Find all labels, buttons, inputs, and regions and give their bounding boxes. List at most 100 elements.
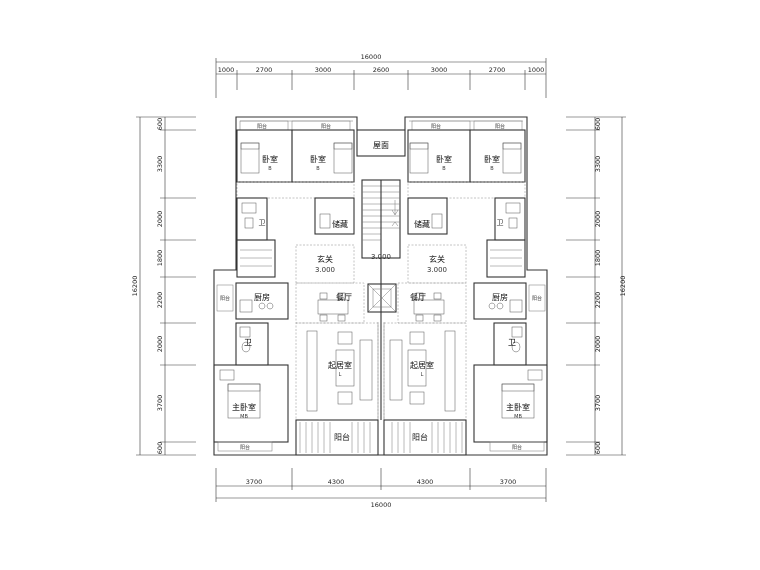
foyer <box>295 244 355 284</box>
left-dim-2: 3300 <box>156 156 164 173</box>
window-label: 阳台 <box>512 444 522 451</box>
dining-label: 餐厅 <box>336 293 352 302</box>
stair-treads <box>362 185 400 241</box>
left-dim-5: 2200 <box>156 292 164 309</box>
master-bed <box>227 383 261 419</box>
building-outline <box>213 116 548 456</box>
right-dim-2: 3300 <box>594 156 602 173</box>
top-dim-4: 2600 <box>373 66 390 74</box>
right-dim-1: 600 <box>594 118 602 130</box>
master-sub: MB <box>240 414 248 420</box>
living-sub: L <box>339 372 342 378</box>
left-dimension-chain: 600 3300 2000 1800 2200 2000 3700 600 16… <box>131 116 196 456</box>
balcony <box>295 419 379 456</box>
dining-table <box>317 299 349 315</box>
kitchen-label: 厨房 <box>254 292 270 302</box>
master-r-sub: MB <box>514 414 522 420</box>
right-total-dim: 16200 <box>619 276 627 297</box>
bed <box>502 142 522 174</box>
bedroom-1-label: 卧室 <box>262 154 278 164</box>
side-window-label: 阳台 <box>532 295 542 302</box>
bathroom-label-r: 卫 <box>497 219 504 227</box>
bottom-dim-3: 4300 <box>417 478 434 486</box>
foyer-r-label: 玄关 <box>429 254 445 264</box>
top-dim-6: 2700 <box>489 66 506 74</box>
coffee-table <box>335 349 355 387</box>
bathroom-2-label: 卫 <box>244 338 252 347</box>
balcony-label: 阳台 <box>334 432 350 442</box>
top-total-dim: 16000 <box>361 53 382 61</box>
living-r-sub: L <box>421 372 424 378</box>
bedroom-2-sub: B <box>316 166 320 172</box>
bed <box>240 142 260 174</box>
kitchen <box>235 282 289 320</box>
roof-label: 屋面 <box>373 141 389 150</box>
foyer-label: 玄关 <box>317 254 333 264</box>
elevator-shaft <box>367 283 397 313</box>
left-dim-7: 3700 <box>156 395 164 412</box>
bottom-dim-4: 3700 <box>500 478 517 486</box>
right-dim-5: 2200 <box>594 292 602 309</box>
right-dim-7: 3700 <box>594 395 602 412</box>
living-room <box>295 322 379 421</box>
left-dim-4: 1800 <box>156 250 164 267</box>
left-dim-6: 2000 <box>156 336 164 353</box>
top-dim-3: 3000 <box>315 66 332 74</box>
right-dim-4: 1800 <box>594 250 602 267</box>
right-dim-3: 2000 <box>594 211 602 228</box>
left-dim-1: 600 <box>156 118 164 130</box>
balcony-r-label: 阳台 <box>412 432 428 442</box>
right-dim-6: 2000 <box>594 336 602 353</box>
window-label: 阳台 <box>431 123 441 130</box>
stair-level: 3.000 <box>371 253 391 261</box>
foyer-level: 3.000 <box>315 266 335 274</box>
right-unit: 阳台 阳台 卧室 B 卧室 B 卫 储藏 玄关 3.000 厨房 阳台 <box>383 120 548 456</box>
left-total-dim: 16200 <box>131 276 139 297</box>
left-dim-8: 600 <box>156 442 164 454</box>
stair-direction-arrow <box>391 200 399 216</box>
sofa-right <box>359 339 373 401</box>
internal-stair-r <box>486 239 526 278</box>
window-label: 阳台 <box>240 444 250 451</box>
top-dim-2: 2700 <box>256 66 273 74</box>
storage-r <box>407 197 448 235</box>
bathroom <box>235 322 269 366</box>
bottom-total-dim: 16000 <box>371 501 392 509</box>
bedroom-3-sub: B <box>442 166 446 172</box>
top-dim-5: 3000 <box>431 66 448 74</box>
window-label: 阳台 <box>321 123 331 130</box>
storage <box>314 197 355 235</box>
bathroom-r-label: 卫 <box>508 338 516 347</box>
internal-stair <box>236 239 276 278</box>
bed <box>409 142 429 174</box>
dining <box>295 282 365 324</box>
coffee-table <box>407 349 427 387</box>
top-dim-1: 1000 <box>218 66 235 74</box>
right-dim-8: 600 <box>594 442 602 454</box>
sofa-left <box>306 330 318 412</box>
foyer-r-level: 3.000 <box>427 266 447 274</box>
top-dimension-chain: 16000 1000 2700 3000 2600 3000 2700 1000 <box>215 53 547 98</box>
living-room-r <box>383 322 467 421</box>
stair-core: 屋面 3.000 <box>356 129 406 313</box>
balcony-r <box>383 419 467 456</box>
dining-table <box>413 299 445 315</box>
storage-label: 储藏 <box>332 219 348 229</box>
bedroom-4-sub: B <box>490 166 494 172</box>
side-window-label: 阳台 <box>220 295 230 302</box>
bedroom-1-sub: B <box>268 166 272 172</box>
storage-r-label: 储藏 <box>414 219 430 229</box>
living-label: 起居室 <box>328 360 352 370</box>
dining-r-label: 餐厅 <box>410 293 426 302</box>
left-dim-3: 2000 <box>156 211 164 228</box>
foyer-r <box>407 244 467 284</box>
left-unit: 阳台 阳台 卧室 B 卧室 B 卫 储藏 玄关 3.000 <box>213 120 379 456</box>
master-bedroom-label: 主卧室 <box>232 402 256 412</box>
top-dim-7: 1000 <box>528 66 545 74</box>
sofa-right <box>444 330 456 412</box>
sofa-left <box>389 339 403 401</box>
bedroom-4-label: 卧室 <box>484 154 500 164</box>
bottom-dimension-chain: 3700 4300 4300 3700 16000 <box>215 468 547 509</box>
right-dimension-chain: 600 3300 2000 1800 2200 2000 3700 600 16… <box>566 116 627 456</box>
